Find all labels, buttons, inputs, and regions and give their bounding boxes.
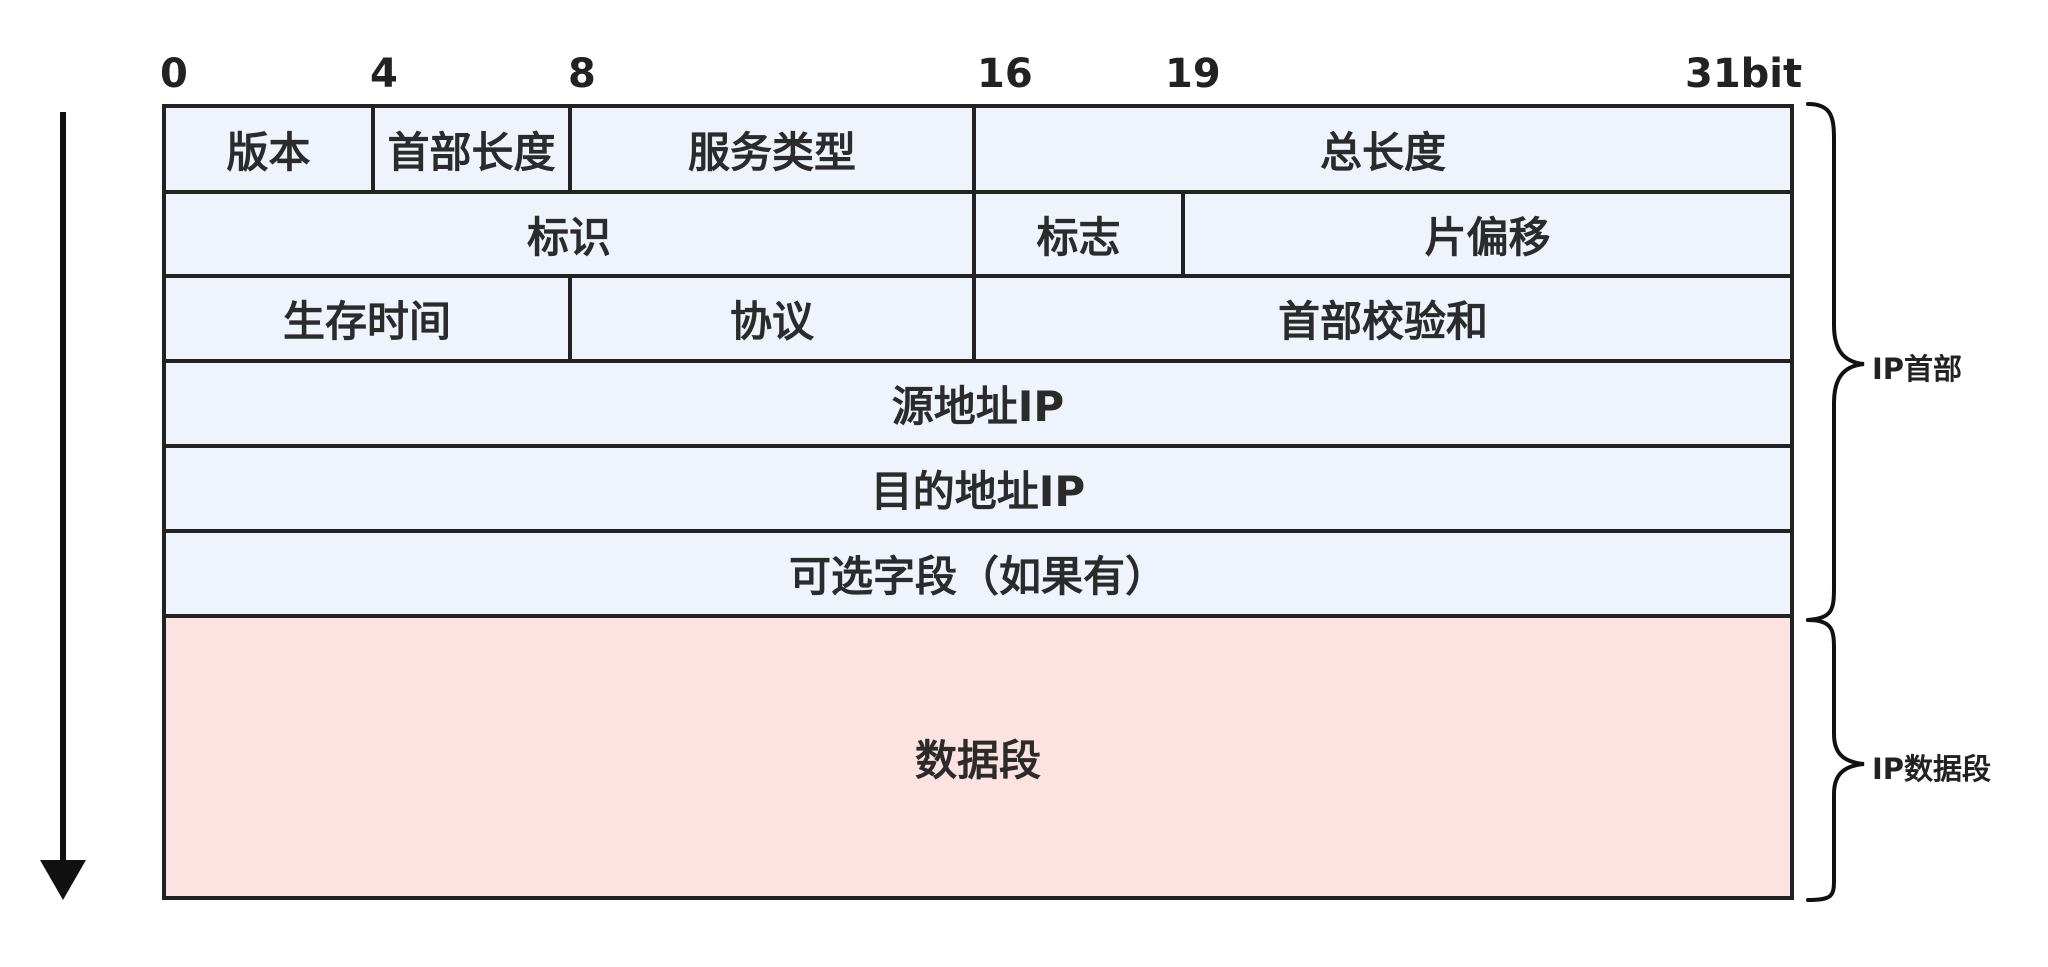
- bit-tick-0: 0: [160, 51, 188, 97]
- data-segment: 数据段: [166, 618, 1790, 896]
- field-ttl: 生存时间: [166, 278, 568, 359]
- bit-tick-8: 8: [568, 51, 596, 97]
- field-options: 可选字段（如果有）: [166, 533, 1790, 614]
- field-source-ip: 源地址IP: [166, 363, 1790, 444]
- ip-data-label: IP数据段: [1872, 752, 1992, 786]
- field-service-type: 服务类型: [572, 108, 972, 190]
- field-fragment-offset: 片偏移: [1185, 194, 1790, 274]
- bit-tick-16: 16: [977, 51, 1033, 97]
- field-version: 版本: [166, 108, 371, 190]
- ip-header-label: IP首部: [1872, 352, 1963, 386]
- header-brace-icon: [1806, 102, 1865, 622]
- bit-tick-4: 4: [370, 51, 398, 97]
- data-brace-icon: [1806, 618, 1865, 902]
- bit-tick-19: 19: [1165, 51, 1221, 97]
- field-total-length: 总长度: [976, 108, 1790, 190]
- ip-packet-diagram: 版本 首部长度 服务类型 总长度 标识 标志 片偏移 生存时间 协议 首部校验和…: [162, 104, 1794, 900]
- field-flags: 标志: [976, 194, 1181, 274]
- field-destination-ip: 目的地址IP: [166, 448, 1790, 529]
- field-header-length: 首部长度: [375, 108, 568, 190]
- field-header-checksum: 首部校验和: [976, 278, 1790, 359]
- field-protocol: 协议: [572, 278, 972, 359]
- field-identification: 标识: [166, 194, 972, 274]
- bit-tick-31: 31bit: [1685, 51, 1803, 97]
